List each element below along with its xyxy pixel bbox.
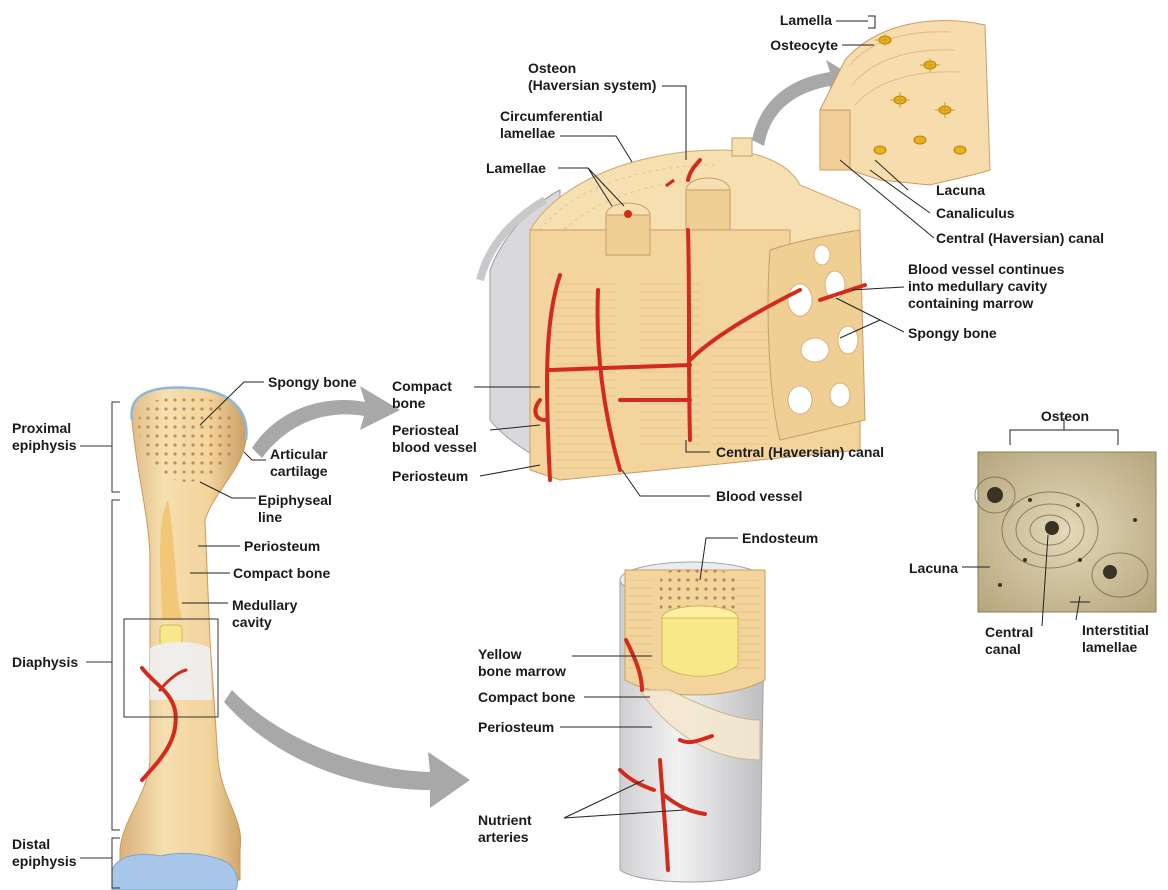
arrow-to-cylinder <box>224 690 470 808</box>
label-interstitial-lamellae: Interstitial lamellae <box>1082 622 1162 656</box>
label-compact-bone-mid: Compact bone <box>392 378 472 412</box>
label-osteocyte: Osteocyte <box>742 37 838 54</box>
label-compact-bone-bottom: Compact bone <box>478 689 588 706</box>
label-proximal-epiphysis: Proximal epiphysis <box>12 420 92 454</box>
label-blood-vessel: Blood vessel <box>716 488 826 505</box>
distal-cartilage <box>112 853 237 890</box>
label-lacuna-micro: Lacuna <box>890 560 958 577</box>
label-epiphyseal-line: Epiphyseal line <box>258 492 348 526</box>
label-periosteum-bottom: Periosteum <box>478 719 568 736</box>
label-spongy-bone-left: Spongy bone <box>268 374 368 391</box>
endosteum-spongy <box>660 565 735 610</box>
long-bone <box>112 387 247 890</box>
label-diaphysis: Diaphysis <box>12 654 92 671</box>
micrograph <box>975 452 1156 612</box>
label-circumferential-lamellae: Circumferential lamellae <box>500 108 640 142</box>
label-central-canal-micro: Central canal <box>985 624 1045 658</box>
bone-cylinder <box>620 562 765 882</box>
label-canaliculus: Canaliculus <box>936 205 1046 222</box>
label-distal-epiphysis: Distal epiphysis <box>12 836 92 870</box>
label-lamella: Lamella <box>752 12 832 29</box>
label-lacuna-top: Lacuna <box>936 182 1016 199</box>
region-brackets <box>80 402 120 888</box>
label-endosteum: Endosteum <box>742 530 842 547</box>
label-nutrient-arteries: Nutrient arteries <box>478 812 558 846</box>
label-medullary-cavity: Medullary cavity <box>232 597 322 631</box>
label-lamellae: Lamellae <box>486 160 566 177</box>
yellow-marrow-block <box>662 618 738 676</box>
label-periosteal-blood-vessel: Periosteal blood vessel <box>392 422 502 456</box>
label-blood-vessel-continues: Blood vessel continues into medullary ca… <box>908 261 1108 312</box>
osteon-small-block <box>732 138 752 156</box>
label-periosteum-mid: Periosteum <box>392 468 492 485</box>
label-spongy-bone-right: Spongy bone <box>908 325 1028 342</box>
label-osteon-micro: Osteon <box>1030 408 1100 425</box>
label-compact-bone-left: Compact bone <box>233 565 343 582</box>
label-articular-cartilage: Articular cartilage <box>270 446 350 480</box>
label-osteon-haversian: Osteon (Haversian system) <box>528 60 688 94</box>
label-central-canal-mid: Central (Haversian) canal <box>716 444 916 461</box>
label-central-canal-top: Central (Haversian) canal <box>936 230 1116 247</box>
label-yellow-bone-marrow: Yellow bone marrow <box>478 646 588 680</box>
label-periosteum-left: Periosteum <box>244 538 344 555</box>
compact-bone-block <box>480 150 865 480</box>
